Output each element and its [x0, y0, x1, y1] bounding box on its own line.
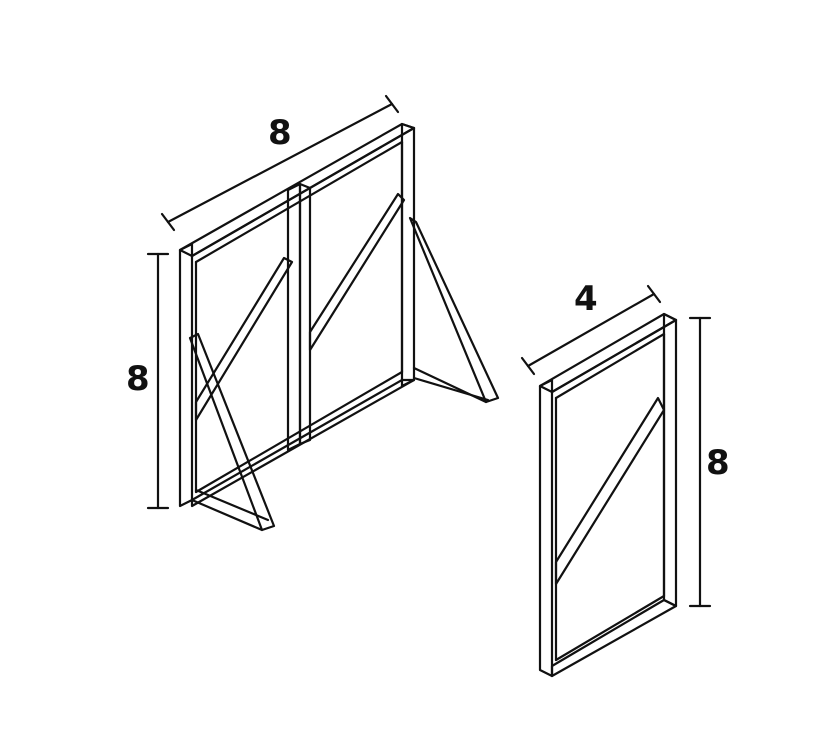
- left-wall-frame: [178, 122, 500, 532]
- right-wall-frame: [538, 312, 678, 678]
- left-width-line: [166, 102, 394, 224]
- right-width-line: [526, 292, 656, 368]
- left-height-label: 8: [126, 359, 150, 399]
- left-width-label: 8: [268, 113, 292, 153]
- right-width-label: 4: [574, 279, 598, 319]
- right-height-label: 8: [706, 443, 730, 483]
- dimension-lines: [146, 94, 712, 608]
